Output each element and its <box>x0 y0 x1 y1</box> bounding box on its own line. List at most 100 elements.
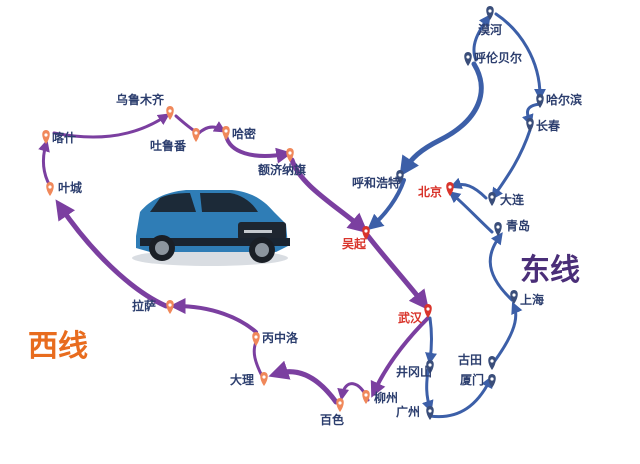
city-beijing: 北京 <box>418 182 454 199</box>
map-pin-icon <box>46 182 54 196</box>
city-huhehaote: 呼和浩特 <box>352 170 404 190</box>
city-markers: 漠河呼伦贝尔哈尔滨长春呼和浩特北京大连青岛吴起武汉上海井冈山古田厦门广州柳州百色… <box>42 6 582 427</box>
route-segment <box>196 121 227 136</box>
map-pin-icon <box>192 128 200 142</box>
map-pin-dot <box>528 121 532 125</box>
city-label-hulunbeier: 呼伦贝尔 <box>474 50 522 65</box>
map-pin-dot <box>490 195 494 199</box>
route-segment <box>224 134 293 164</box>
map-pin-dot <box>224 129 228 133</box>
city-label-dali: 大理 <box>230 372 254 387</box>
map-pin-icon <box>526 118 534 132</box>
map-pin-dot <box>168 109 172 113</box>
map-pin-icon <box>488 192 496 206</box>
map-pin-icon <box>488 356 496 370</box>
city-label-huhehaote: 呼和浩特 <box>352 175 400 190</box>
map-pin-dot <box>364 229 368 233</box>
map-pin-icon <box>426 360 434 374</box>
map-pin-dot <box>428 409 432 413</box>
map-pin-icon <box>486 6 494 20</box>
city-dalian: 大连 <box>488 192 525 207</box>
map-pin-icon <box>494 222 502 236</box>
route-segment <box>252 340 264 378</box>
map-pin-icon <box>488 374 496 388</box>
city-xiamen: 厦门 <box>460 372 496 388</box>
city-label-haerbin: 哈尔滨 <box>546 92 582 107</box>
route-segment <box>488 232 514 302</box>
route-segment <box>472 14 491 62</box>
map-pin-dot <box>426 307 430 311</box>
east-route-lines <box>367 12 546 419</box>
city-kashi: 喀什 <box>42 130 76 145</box>
map-pin-icon <box>446 182 454 196</box>
map-pin-icon <box>222 126 230 140</box>
city-label-gutian: 古田 <box>458 352 482 367</box>
city-label-xiamen: 厦门 <box>460 372 484 387</box>
city-label-mohe: 漠河 <box>478 22 502 37</box>
map-pin-icon <box>362 390 370 404</box>
map-pin-dot <box>262 375 266 379</box>
map-pin-icon <box>166 300 174 314</box>
route-segment <box>268 360 339 405</box>
map-pin-dot <box>496 225 500 229</box>
route-segment <box>370 316 430 398</box>
city-label-hami: 哈密 <box>232 126 256 141</box>
map-pin-icon <box>396 170 404 184</box>
car-illustration <box>132 190 290 266</box>
map-pin-dot <box>44 133 48 137</box>
route-segment <box>399 61 484 177</box>
city-bingzhongluo: 丙中洛 <box>252 330 299 346</box>
map-pin-icon <box>426 406 434 420</box>
city-hulunbeier: 呼伦贝尔 <box>464 50 522 66</box>
map-pin-icon <box>286 148 294 162</box>
route-segment <box>428 375 493 419</box>
map-pin-icon <box>510 290 518 304</box>
route-segment <box>169 298 258 334</box>
map-pin-icon <box>536 94 544 108</box>
map-pin-dot <box>490 377 494 381</box>
city-label-tulufan: 吐鲁番 <box>150 138 187 153</box>
map-pin-dot <box>288 151 292 155</box>
route-segment <box>365 233 429 311</box>
city-lasa: 拉萨 <box>132 298 174 314</box>
map-pin-dot <box>194 131 198 135</box>
city-gutian: 古田 <box>458 352 496 370</box>
route-segment <box>448 191 494 234</box>
city-label-guangzhou: 广州 <box>396 404 420 419</box>
map-pin-icon <box>42 130 50 144</box>
map-pin-dot <box>490 359 494 363</box>
map-pin-dot <box>168 303 172 307</box>
route-segment <box>449 177 488 200</box>
city-haerbin: 哈尔滨 <box>536 92 582 108</box>
map-pin-dot <box>254 335 258 339</box>
map-pin-dot <box>428 363 432 367</box>
route-segment <box>492 301 523 364</box>
west-route-title: 西线 <box>28 329 88 364</box>
city-qingdao: 青岛 <box>494 218 530 236</box>
map-pin-icon <box>464 52 472 66</box>
map-pin-dot <box>488 9 492 13</box>
city-label-wulumuqi: 乌鲁木齐 <box>116 92 165 107</box>
city-label-liuzhou: 柳州 <box>374 390 398 405</box>
route-segment <box>494 12 546 101</box>
city-tulufan: 吐鲁番 <box>150 128 200 153</box>
route-segment <box>38 139 52 188</box>
city-ejinaqi: 额济纳旗 <box>258 148 306 177</box>
route-segment <box>425 316 437 365</box>
map-pin-dot <box>512 293 516 297</box>
map-pin-icon <box>166 106 174 120</box>
route-segment <box>55 199 169 309</box>
city-yecheng: 叶城 <box>46 180 82 196</box>
city-label-beijing: 北京 <box>418 184 442 199</box>
map-pin-icon <box>260 372 268 386</box>
city-dali: 大理 <box>230 372 268 387</box>
map-pin-dot <box>364 393 368 397</box>
map-pin-dot <box>48 185 52 189</box>
city-changchun: 长春 <box>526 118 561 133</box>
map-pin-dot <box>538 97 542 101</box>
route-segment <box>491 128 532 200</box>
map-pin-dot <box>398 173 402 177</box>
route-segment <box>52 113 170 139</box>
city-label-qingdao: 青岛 <box>506 218 530 233</box>
map-pin-icon <box>424 304 432 318</box>
